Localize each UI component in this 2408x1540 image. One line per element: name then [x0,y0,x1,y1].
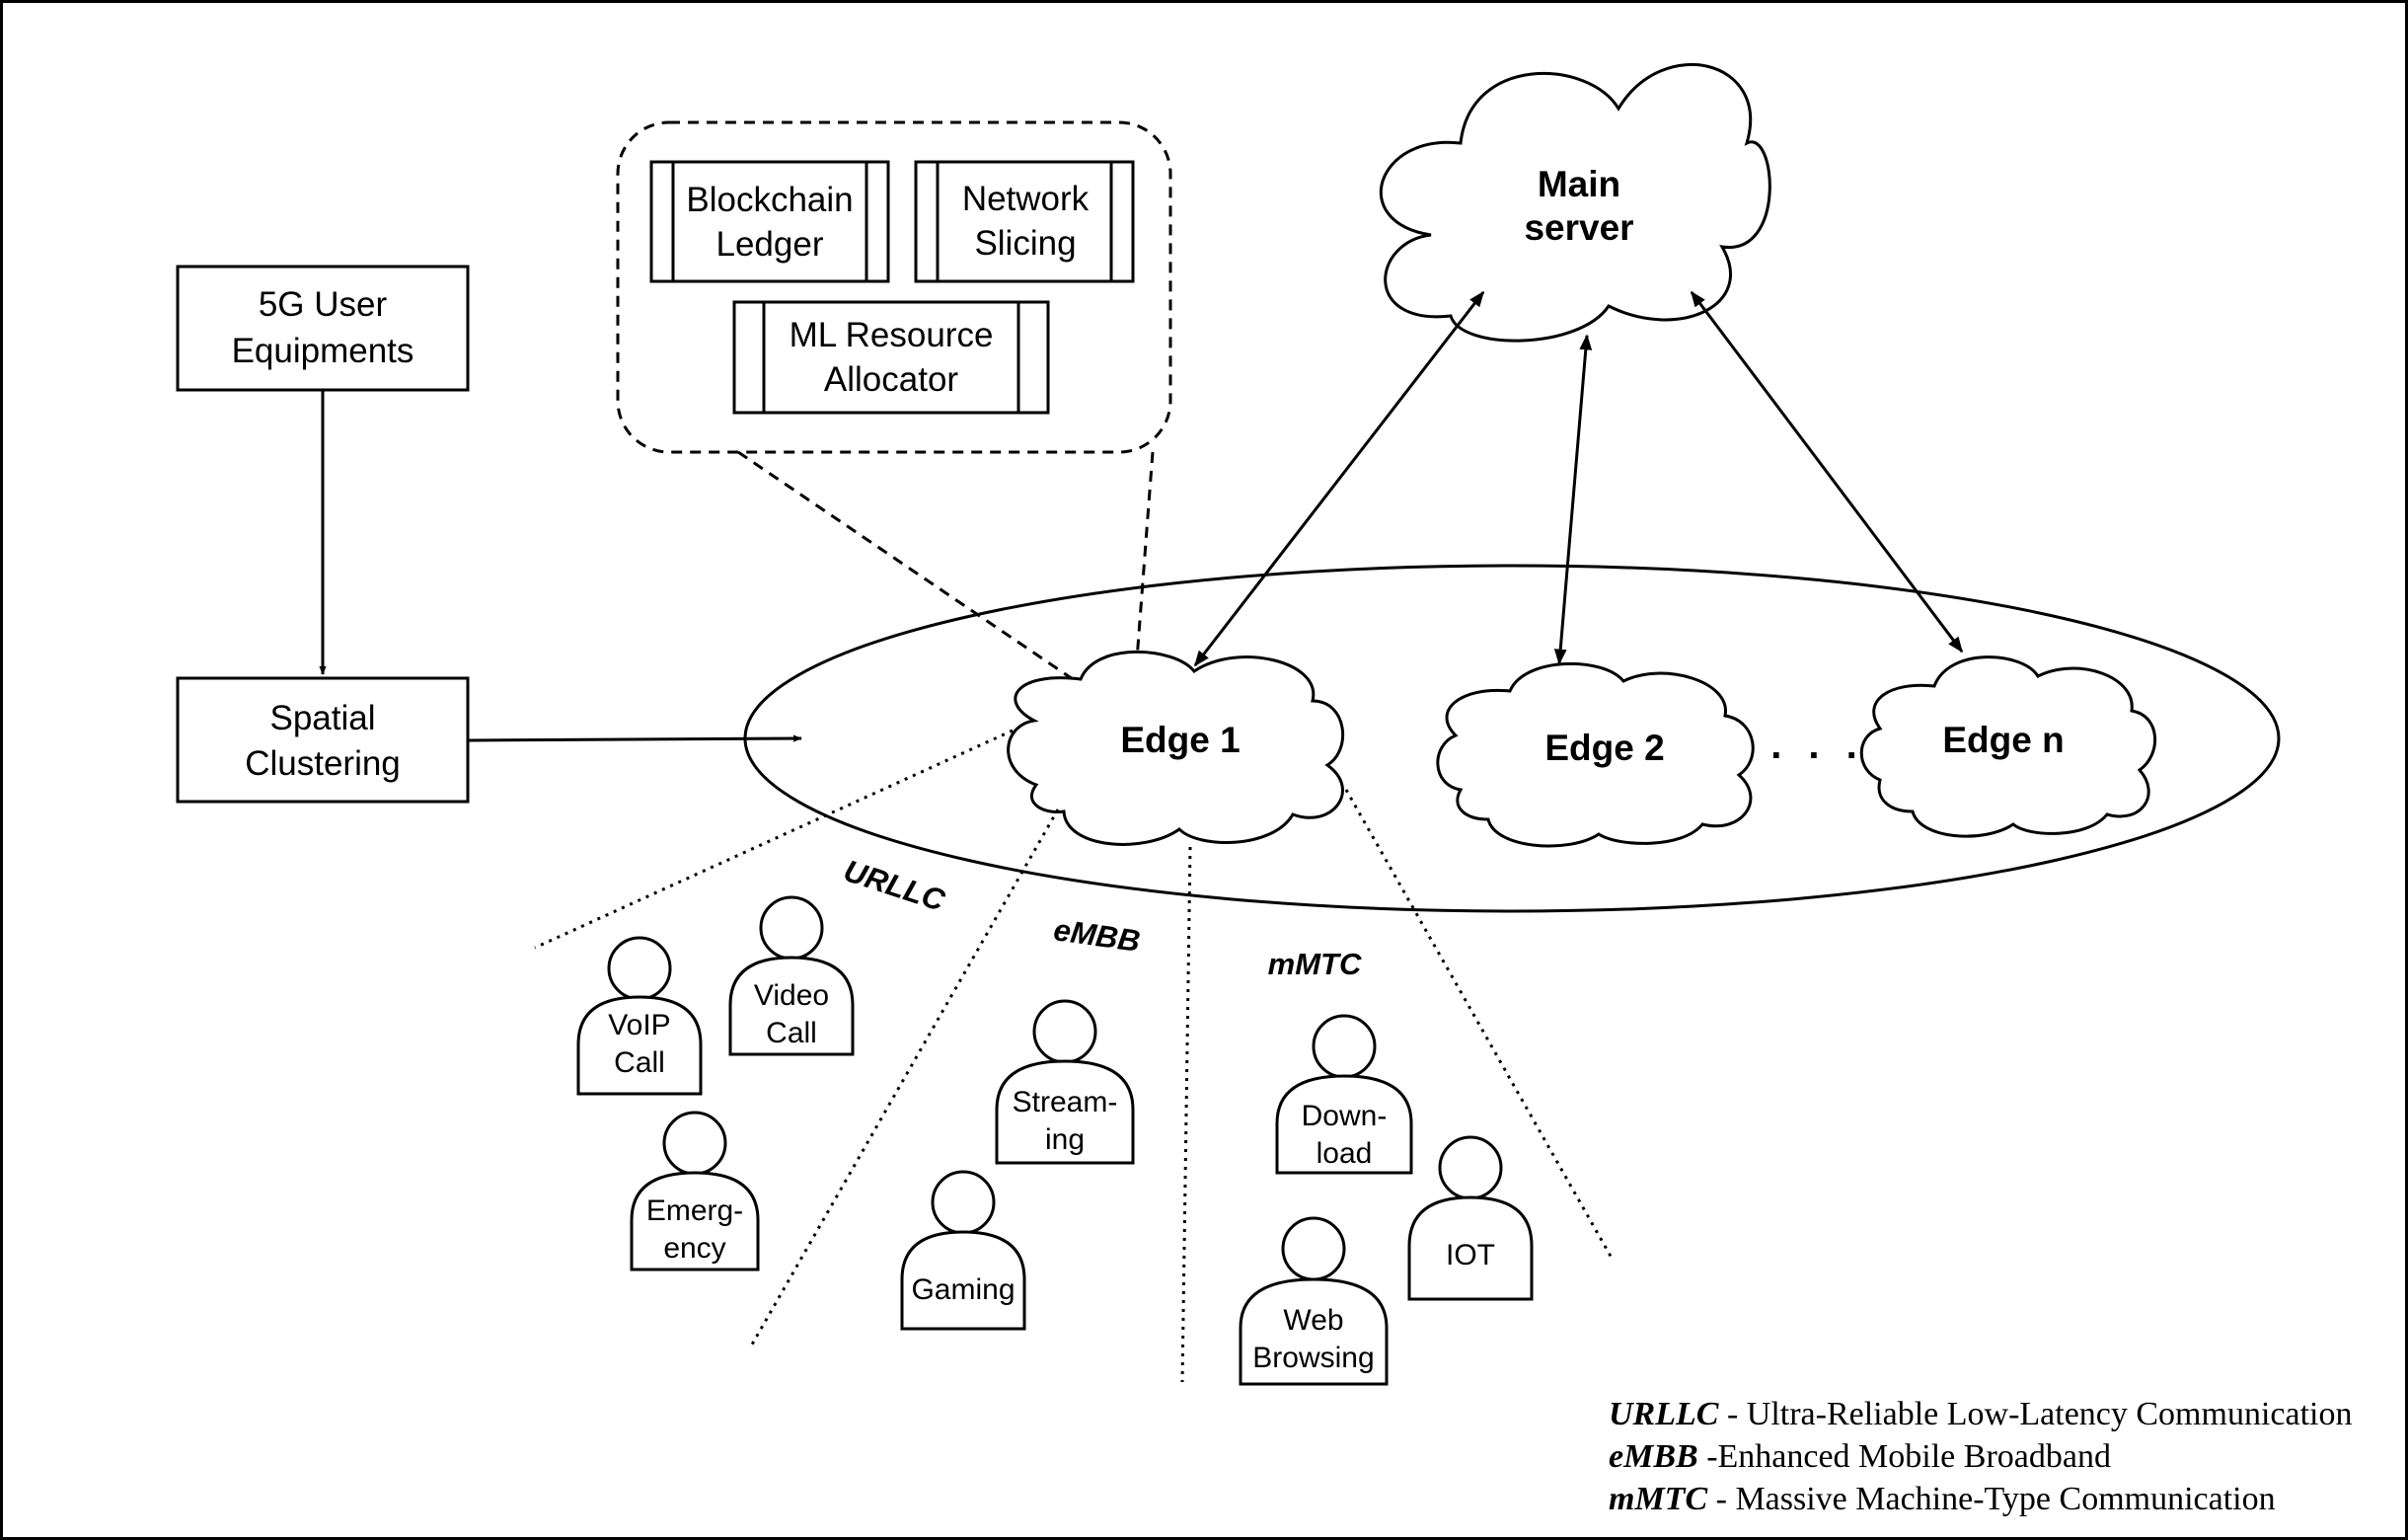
user-icon-body [1407,1195,1534,1301]
user-voip-label-line2: Call [614,1046,665,1079]
user-icon-head [1312,1014,1377,1079]
main-server-label-line1: Main [1538,164,1620,204]
edgen-label: Edge n [1942,720,2064,760]
user-icon-body [576,995,703,1096]
legend-abbr: eMBB [1609,1438,1698,1475]
slice-label-mmtc: mMTC [1268,947,1362,981]
user-icon-body [900,1230,1026,1331]
user-web-label-line1: Web [1283,1304,1343,1337]
user-voip-call: VoIP Call [576,936,703,1096]
legend-abbr: mMTC [1609,1481,1707,1517]
slice-divider-3 [1180,846,1192,1383]
ml-label-line1: ML Resource [790,316,994,354]
ml-label-line2: Allocator [824,360,959,399]
slice-divider-4 [1344,789,1615,1261]
main-server-label-line2: server [1524,207,1633,248]
legend-entry-mmtc: mMTC - Massive Machine-Type Communicatio… [1609,1481,2276,1517]
user-streaming: Stream- ing [995,999,1135,1165]
user-emergency: Emerg- ency [630,1111,760,1271]
legend: URLLC - Ultra-Reliable Low-Latency Commu… [1609,1396,2352,1517]
user-download: Down- load [1275,1014,1413,1175]
user-icon-head [759,895,824,961]
ue-label-line1: 5G User [259,285,388,324]
arrow-clustering-to-edge-region [467,734,802,742]
arrow-main-edge1 [1193,290,1485,667]
user-icon-body [995,1059,1135,1165]
user-icon-body [1239,1277,1389,1386]
user-emergency-label-line1: Emerg- [646,1194,743,1227]
legend-desc: - Massive Machine-Type Communication [1707,1481,2276,1517]
slicing-label-line2: Slicing [974,224,1076,263]
edge-region-ellipse [743,564,2281,913]
ue-box: 5G User Equipments [176,265,470,392]
blockchain-label-line1: Blockchain [686,181,853,219]
network-slicing-module: Network Slicing [914,160,1135,283]
user-icon-head [931,1170,996,1235]
edgen-cloud: Edge n [1859,655,2156,838]
user-icon-head [607,936,672,1001]
legend-entry-urllc: URLLC - Ultra-Reliable Low-Latency Commu… [1609,1396,2352,1432]
user-streaming-label-line1: Stream- [1013,1086,1118,1118]
user-download-label-line1: Down- [1302,1100,1388,1132]
edge1-cloud: Edge 1 [1007,650,1344,846]
user-gaming-label: Gaming [911,1273,1015,1306]
legend-entry-embb: eMBB -Enhanced Mobile Broadband [1609,1438,2111,1475]
slice-label-embb: eMBB [1052,912,1143,959]
blockchain-label-line2: Ledger [716,225,824,264]
user-icon-head [662,1111,727,1176]
clustering-label-line1: Spatial [269,699,375,737]
legend-desc: - Ultra-Reliable Low-Latency Communicati… [1718,1396,2352,1432]
main-server-cloud: Main server [1379,62,1771,343]
clustering-box: Spatial Clustering [176,676,470,804]
user-icon-body [728,956,855,1056]
user-iot-label: IOT [1446,1239,1495,1271]
user-video-label-line2: Call [766,1017,817,1049]
edge2-cloud: Edge 2 [1436,661,1755,848]
user-web-label-line2: Browsing [1252,1342,1374,1374]
edges-ellipsis: . . . [1770,724,1865,767]
arrow-main-edge2 [1553,334,1593,665]
user-emergency-label-line2: ency [663,1232,725,1265]
legend-desc: -Enhanced Mobile Broadband [1698,1438,2111,1475]
user-voip-label-line1: VoIP [608,1009,670,1041]
callout-line-right [1135,451,1155,660]
clustering-label-line2: Clustering [245,744,401,783]
edge2-label: Edge 2 [1544,728,1664,768]
edge1-label: Edge 1 [1120,720,1240,760]
user-download-label-line2: load [1317,1137,1373,1170]
user-video-call: Video Call [728,895,855,1056]
user-icon-head [1032,999,1097,1064]
slice-label-urllc: URLLC [840,853,949,918]
ue-label-line2: Equipments [232,332,414,370]
user-iot: IOT [1407,1135,1534,1301]
arrow-main-edgen [1690,290,1964,654]
ml-resource-allocator-module: ML Resource Allocator [732,300,1050,415]
callout-line-left [737,450,1077,683]
user-icon-body [630,1171,760,1271]
user-web-browsing: Web Browsing [1239,1216,1389,1386]
slicing-label-line1: Network [962,180,1090,218]
user-gaming: Gaming [900,1170,1026,1331]
user-video-label-line1: Video [754,979,829,1012]
user-icon-head [1438,1135,1503,1200]
user-icon-body [1275,1074,1413,1175]
user-streaming-label-line2: ing [1045,1123,1085,1156]
user-icon-head [1281,1216,1346,1281]
slice-divider-1 [534,729,1014,950]
legend-abbr: URLLC [1609,1396,1719,1432]
blockchain-ledger-module: Blockchain Ledger [649,160,890,283]
module-container [616,120,1172,454]
